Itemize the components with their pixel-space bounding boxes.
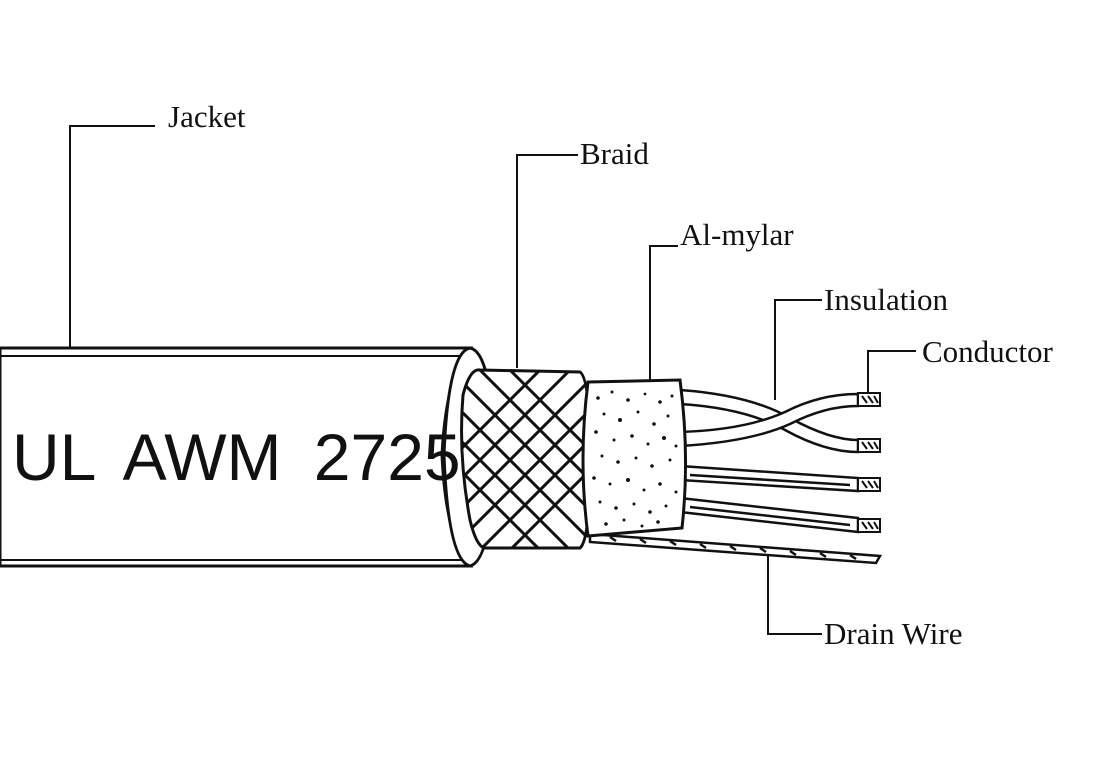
jacket-label: Jacket (168, 99, 246, 134)
insulation-label: Insulation (824, 282, 948, 317)
al-mylar-label: Al-mylar (680, 217, 794, 252)
cable-marking-text: UL AWM 2725 (12, 420, 461, 494)
braid-leader (516, 154, 578, 368)
conductor-tips (857, 392, 881, 533)
straight-wire-3 (678, 464, 860, 493)
drain-wire-label: Drain Wire (824, 616, 963, 651)
drain-wire-shape (588, 532, 883, 565)
jacket-leader (69, 125, 155, 348)
insulated-wires (678, 388, 860, 534)
insulation-leader (774, 299, 822, 400)
drain-wire-leader (767, 550, 822, 635)
braid-shape (460, 368, 592, 550)
conductor-label: Conductor (922, 334, 1053, 369)
leader-lines (69, 125, 916, 635)
al-mylar-shape (581, 378, 688, 538)
conductor-leader (867, 350, 916, 392)
al-mylar-leader (649, 245, 678, 380)
braid-label: Braid (580, 136, 649, 171)
